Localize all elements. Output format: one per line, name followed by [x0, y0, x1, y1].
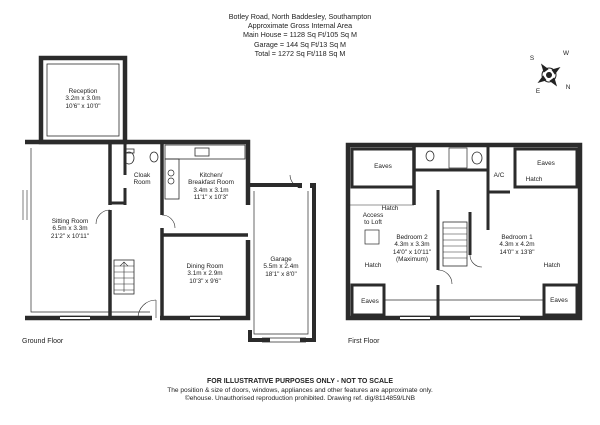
hatch-label-1: Hatch — [381, 205, 399, 212]
garage-area: Garage = 144 Sq Ft/13 Sq M — [253, 39, 347, 49]
header: Botley Road, North Baddesley, Southampto… — [150, 12, 450, 58]
compass-w-label: W — [562, 50, 570, 57]
hatch-label-2: Hatch — [525, 176, 543, 183]
area-title: Approximate Gross Internal Area — [247, 21, 353, 31]
dining-room-label: Dining Room 3.1m x 2.9m 10'3" x 9'6" — [186, 263, 224, 285]
disclaimer: FOR ILLUSTRATIVE PURPOSES ONLY - NOT TO … — [206, 378, 394, 385]
footer-line-2: The position & size of doors, windows, a… — [167, 386, 433, 394]
cloak-room-label: Cloak Room — [133, 172, 151, 187]
first-floor-walls — [345, 142, 583, 321]
compass-icon — [537, 63, 561, 87]
access-to-loft-label: Access to Loft — [362, 212, 384, 227]
ground-floor-walls — [25, 139, 251, 321]
hatch-label-4: Hatch — [543, 262, 561, 269]
reception-walls — [38, 55, 128, 145]
eaves-top-right-label: Eaves — [537, 160, 555, 167]
compass-s-label: S — [529, 55, 535, 62]
ac-label: A/C — [493, 172, 505, 179]
sitting-room-label: Sitting Room 6.5m x 3.3m 21'2" x 10'11" — [50, 218, 90, 240]
first-floor-label: First Floor — [348, 338, 380, 345]
garage-label: Garage 5.5m x 2.4m 18'1" x 8'0" — [263, 256, 299, 278]
eaves-top-left-label: Eaves — [374, 163, 392, 170]
reception-label: Reception 3.2m x 3.0m 10'6" x 10'0" — [65, 88, 101, 110]
bedroom-1-label: Bedroom 1 4.3m x 4.2m 14'0" x 13'8" — [499, 234, 535, 256]
kitchen-label: Kitchen/ Breakfast Room 3.4m x 3.1m 11'1… — [188, 172, 234, 202]
main-house-area: Main House = 1128 Sq Ft/105 Sq M — [243, 30, 357, 40]
compass-n-label: N — [565, 84, 571, 91]
ground-floor-label: Ground Floor — [22, 338, 64, 345]
bedroom-2-label: Bedroom 2 4.3m x 3.3m 14'0" x 10'11" (Ma… — [392, 234, 432, 264]
footer-line-3: ©ehouse. Unauthorised reproduction prohi… — [184, 395, 416, 403]
total-area: Total = 1272 Sq Ft/118 Sq M — [254, 48, 346, 58]
garage-walls — [248, 183, 316, 342]
eaves-bottom-left-label: Eaves — [361, 298, 379, 305]
compass-e-label: E — [535, 88, 541, 95]
hatch-label-3: Hatch — [364, 262, 382, 269]
eaves-bottom-right-label: Eaves — [550, 297, 568, 304]
address: Botley Road, North Baddesley, Southampto… — [228, 12, 372, 21]
footer: FOR ILLUSTRATIVE PURPOSES ONLY - NOT TO … — [100, 378, 500, 404]
